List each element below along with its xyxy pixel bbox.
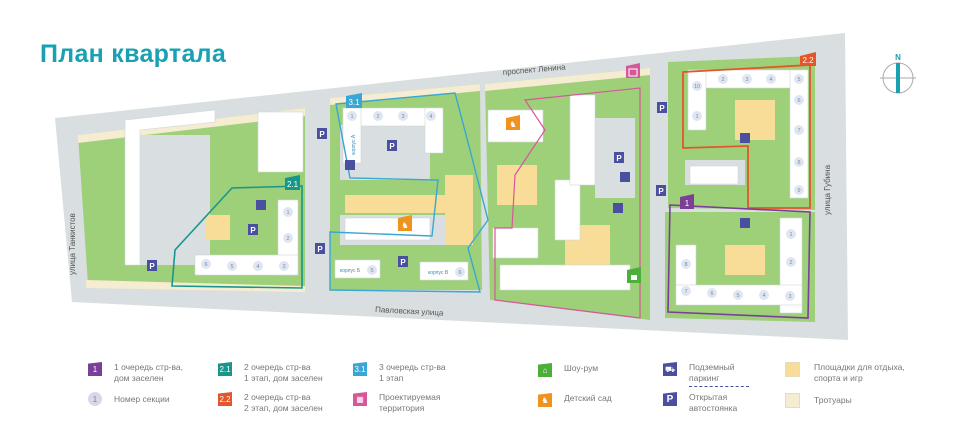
section-number: 4 [762,293,765,299]
section-number: 1 [789,232,792,238]
section-number: 4 [429,114,432,120]
planned-icon: ▦ [353,392,367,406]
q21-buildings: 1 2 3 4 5 6 [194,199,299,276]
section-number: 4 [256,264,259,270]
badge-q31[interactable]: 3.1 [346,93,362,108]
svg-text:2.2: 2.2 [802,56,814,65]
q1-buildings: 1 2 3 4 5 6 7 8 [675,217,803,314]
section-number: 9 [797,188,800,194]
svg-text:1: 1 [685,199,690,208]
section-number: 3 [788,294,791,300]
section-number: 2 [789,260,792,266]
section-number: 5 [797,77,800,83]
badge-q22[interactable]: 2.2 [800,52,816,66]
street-label-tankistov: улица Танкистов [68,213,77,275]
playgrounds [205,100,775,275]
planned-icon [626,63,640,78]
legend-item-showroom: ⌂Шоу-рум [538,363,598,377]
svg-text:P: P [389,142,395,151]
parking-icon: P [663,392,677,406]
section-number: 2 [286,236,289,242]
badge-icon: 1 [88,362,102,376]
q22-sections: 1 2 3 4 5 6 7 8 9 10 [692,74,804,195]
section-number: 1 [286,210,289,216]
underground-parking-line [689,386,749,387]
q1-boundary[interactable] [667,204,811,319]
section-number: 4 [769,77,772,83]
section-number-icon: 1 [88,392,102,406]
svg-text:♞: ♞ [509,120,516,129]
section-number: 5 [736,293,739,299]
legend-item-kindergarten: ♞Детский сад [538,393,612,407]
svg-text:P: P [250,226,256,235]
shop-icon: ⌂ [538,363,552,377]
svg-text:P: P [319,130,325,139]
svg-text:P: P [616,154,622,163]
q31-buildings: 1 2 3 4 корпус А корпус Б 5 корпус В 6 [334,107,469,281]
street-label-gubina: улица Губина [823,164,832,215]
other-buildings [124,94,739,291]
section-number: 8 [797,160,800,166]
section-number: 2 [721,77,724,83]
svg-text:♞: ♞ [401,221,408,230]
korpus-a-label: корпус А [351,134,357,155]
showroom-icon[interactable] [627,267,641,283]
badge-icon: 2.1 [218,362,232,376]
section-number: 6 [797,98,800,104]
section-number: 7 [797,128,800,134]
kindergarten-icon: ♞ [538,393,552,407]
section-number: 5 [230,264,233,270]
section-number: 1 [350,114,353,120]
section-number: 2 [376,114,379,120]
playground-swatch [785,362,800,377]
section-number: 6 [458,270,461,276]
svg-text:N: N [895,53,901,62]
svg-text:3.1: 3.1 [348,98,360,107]
parking-icons[interactable]: P P P P P P P P P [147,102,667,271]
svg-text:2.1: 2.1 [287,180,299,189]
section-number: 10 [694,84,700,90]
page-title: План квартала [40,40,227,68]
compass-icon: N [880,53,916,94]
street-label-pavlovskaya: Павловская улица [375,305,444,318]
svg-text:P: P [149,262,155,271]
section-number: 3 [745,77,748,83]
svg-text:P: P [400,258,406,267]
badge-q1[interactable]: 1 [680,194,694,209]
planned-boundary[interactable] [494,87,641,319]
q31-boundary[interactable] [329,92,489,293]
section-number: 3 [282,264,285,270]
korpus-v-label: корпус В [428,270,449,276]
svg-text:P: P [659,104,665,113]
korpus-b-label: корпус Б [340,268,361,274]
section-number: 6 [204,262,207,268]
badge-icon: 2.2 [218,392,232,406]
underground-parking-icon: ⛟ [663,362,677,376]
section-number: 6 [710,291,713,297]
section-number: 8 [684,262,687,268]
badge-q21[interactable]: 2.1 [285,175,300,190]
svg-text:P: P [658,187,664,196]
underground-parking-icons[interactable] [256,133,750,228]
kindergarten-icon[interactable]: ♞ [398,215,412,231]
kindergarten-icon[interactable]: ♞ [506,115,520,130]
legend-item-sidewalks: Тротуары [785,393,852,408]
section-number: 3 [401,114,404,120]
svg-text:P: P [317,245,323,254]
badge-icon: 3.1 [353,362,367,376]
section-number: 5 [370,268,373,274]
legend-item-playgrounds: Площадки для отдыха,спорта и игр [785,362,905,384]
sidewalk-swatch [785,393,800,408]
section-number: 1 [695,114,698,120]
section-number: 7 [684,289,687,295]
q21-boundary[interactable] [171,185,303,289]
